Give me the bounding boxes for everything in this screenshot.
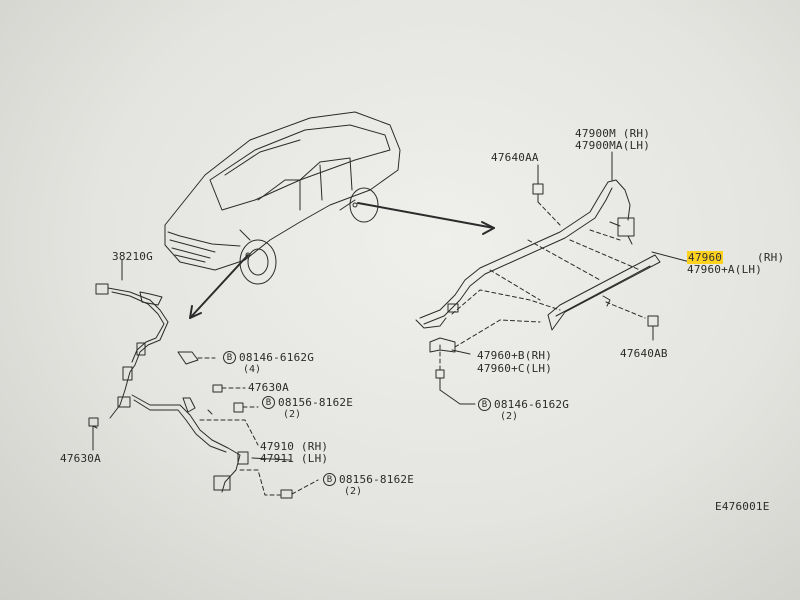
callout-arrows	[189, 202, 495, 319]
label-bolt-08156a-qty: (2)	[283, 409, 302, 420]
bolt-b-symbol-08156b: B	[323, 473, 336, 486]
label-bolt-08156b: 08156-8162E	[339, 473, 415, 486]
bolt-b-symbol-08156a: B	[262, 396, 275, 409]
label-47960-highlight: 47960	[687, 251, 724, 264]
label-47900m: 47900M (RH)	[575, 127, 651, 140]
rear-sensor-harness	[415, 179, 661, 391]
label-bolt-08156b-qty: (2)	[344, 486, 363, 497]
label-47960-group: 47960	[687, 251, 724, 264]
label-bolt-right-qty: (2)	[500, 411, 519, 422]
label-47960c: 47960+C(LH)	[477, 362, 553, 375]
bolt-b-symbol-right: B	[478, 398, 491, 411]
bolt-b-symbol-08146: B	[223, 351, 236, 364]
leader-lines-right	[439, 201, 646, 371]
label-47640aa: 47640AA	[491, 151, 539, 164]
leader-lines-left	[197, 357, 319, 496]
figure-code: E476001E	[715, 500, 770, 513]
leader-lines-right-solid	[439, 151, 691, 405]
label-47640ab: 47640AB	[620, 347, 668, 360]
label-47960-rh: (RH)	[757, 251, 785, 264]
label-47630a-mid: 47630A	[248, 381, 289, 394]
label-bolt-08146: 08146-6162G	[239, 351, 315, 364]
label-47910: 47910 (RH)	[260, 440, 329, 453]
label-47960a: 47960+A(LH)	[687, 263, 763, 276]
label-47900ma: 47900MA(LH)	[575, 139, 651, 152]
label-bolt-08156a: 08156-8162E	[278, 396, 354, 409]
leader-lines-left-solid	[92, 259, 291, 461]
label-bolt-08146-qty: (4)	[243, 364, 262, 375]
label-bolt-right: 08146-6162G	[494, 398, 570, 411]
label-38210g: 38210G	[112, 250, 153, 263]
car-illustration	[164, 111, 401, 285]
label-47630a-left: 47630A	[60, 452, 101, 465]
label-47960b: 47960+B(RH)	[477, 349, 553, 362]
label-47911: 47911 (LH)	[260, 452, 329, 465]
front-sensor-harness	[88, 283, 293, 499]
